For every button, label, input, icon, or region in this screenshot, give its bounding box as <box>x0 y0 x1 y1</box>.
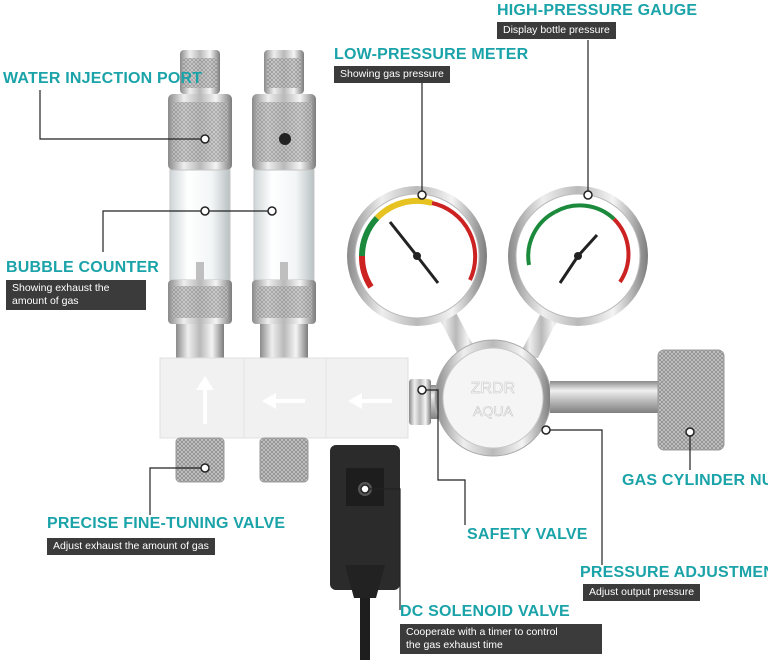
gas-cylinder-nut-title: GAS CYLINDER NUT <box>622 472 768 489</box>
bubble-counter-left <box>168 50 232 360</box>
bubble-counter-desc-line2: amount of gas <box>12 295 79 307</box>
water-injection-title: WATER INJECTION PORT <box>3 70 203 87</box>
pressure-adjustment-desc: Adjust output pressure <box>583 584 701 601</box>
dc-solenoid-desc-line2: the gas exhaust time <box>406 639 503 651</box>
high-pressure-title: HIGH-PRESSURE GAUGE <box>497 2 698 19</box>
leader-lines <box>39 40 691 610</box>
dc-solenoid-body <box>330 445 400 660</box>
brand-line1: ZRDR <box>471 380 515 397</box>
dc-solenoid-title: DC SOLENOID VALVE <box>400 603 570 620</box>
high-pressure-gauge <box>508 186 648 326</box>
safety-valve-title: SAFETY VALVE <box>467 526 588 543</box>
arrow-up-icon <box>196 376 214 424</box>
high-pressure-desc: Display bottle pressure <box>497 22 616 39</box>
bubble-counter-right <box>252 50 316 360</box>
bubble-counter-desc-line1: Showing exhaust the <box>12 282 110 294</box>
bubble-counter-title: BUBBLE COUNTER <box>6 259 160 276</box>
brand-line2: AQUA <box>473 403 513 419</box>
regulator-body: ZRDR AQUA <box>409 305 725 457</box>
leader-dots <box>200 134 695 494</box>
dc-solenoid-desc-line1: Cooperate with a timer to control <box>406 626 558 638</box>
arrow-left-icon <box>348 393 392 409</box>
low-pressure-gauge <box>347 186 487 326</box>
manifold-block <box>159 357 409 439</box>
low-pressure-title: LOW-PRESSURE METER <box>334 46 529 63</box>
fine-tuning-desc: Adjust exhaust the amount of gas <box>47 538 215 555</box>
fine-tuning-title: PRECISE FINE-TUNING VALVE <box>47 515 286 532</box>
low-pressure-desc: Showing gas pressure <box>334 66 450 83</box>
arrow-left-icon <box>262 393 305 409</box>
pressure-adjustment-title: PRESSURE ADJUSTMENT <box>580 564 768 581</box>
fine-tuning-knobs <box>175 437 309 483</box>
